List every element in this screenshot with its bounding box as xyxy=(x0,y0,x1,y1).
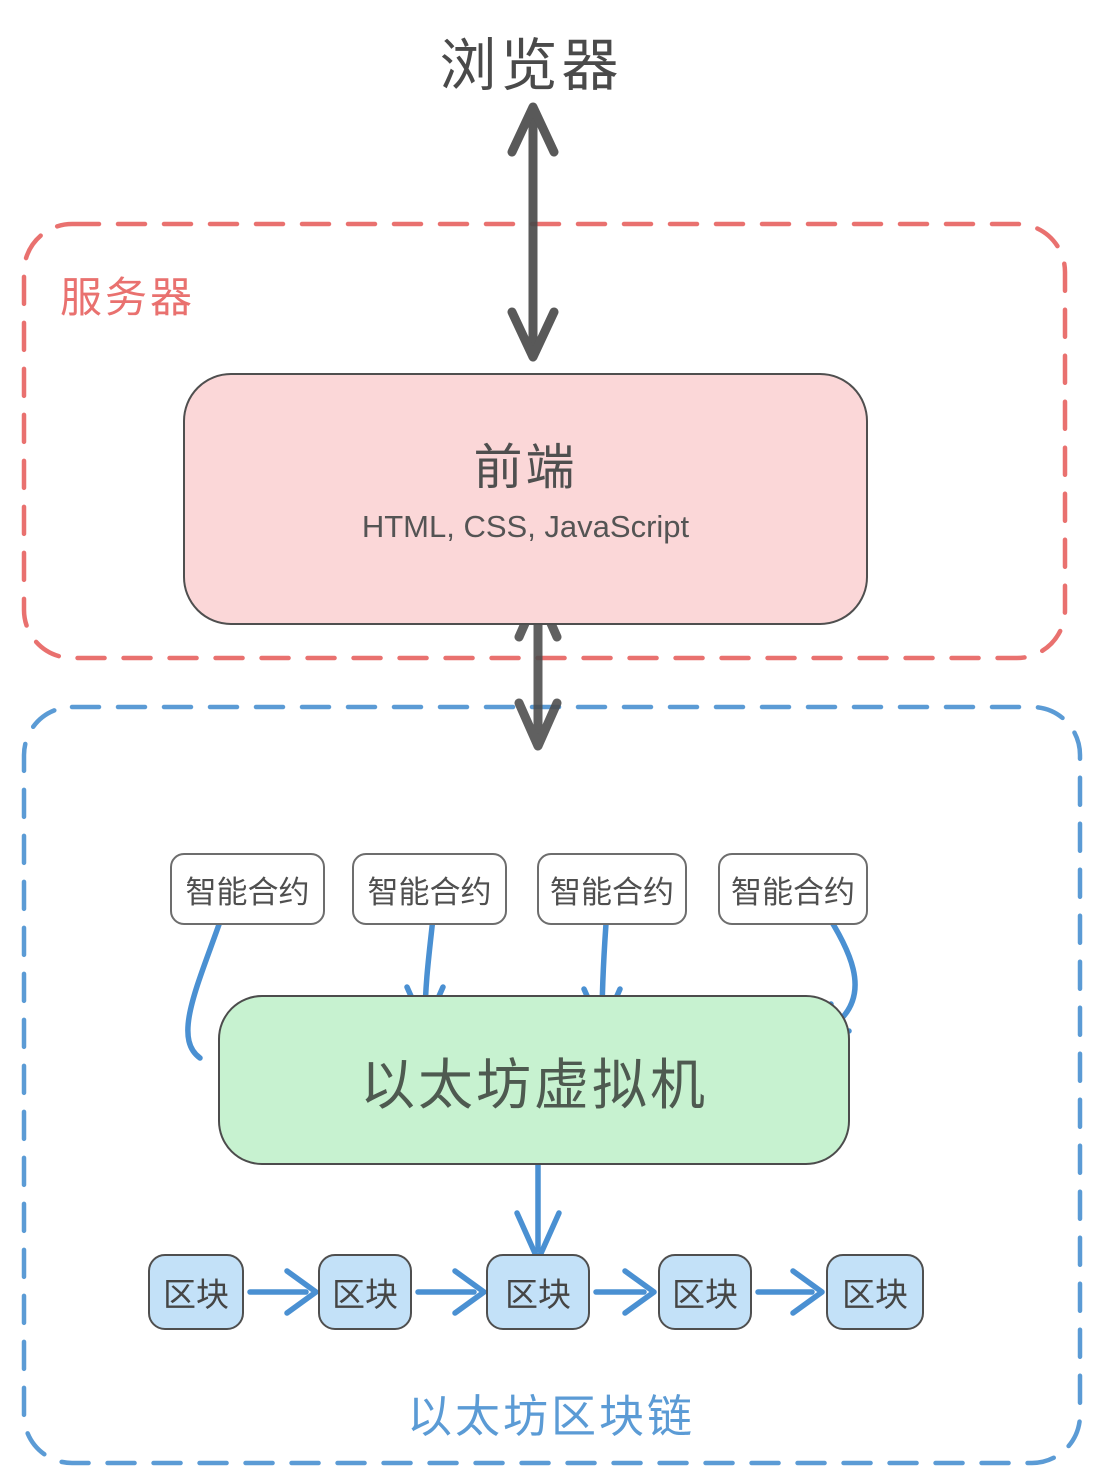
block1-block2-arrow-icon xyxy=(247,1268,319,1316)
smart-contract-node-2: 智能合约 xyxy=(352,853,507,925)
block-node-5: 区块 xyxy=(826,1254,924,1330)
blockchain-group-label: 以太坊区块链 xyxy=(406,1391,695,1442)
smart-contract-node-1: 智能合约 xyxy=(170,853,325,925)
evm-label: 以太坊虚拟机 xyxy=(359,1054,708,1116)
smart-contract-node-4: 智能合约 xyxy=(718,853,868,925)
server-group-label: 服务器 xyxy=(60,274,196,321)
block-node-4: 区块 xyxy=(658,1254,752,1330)
evm-node: 以太坊虚拟机 xyxy=(218,995,850,1165)
frontend-subtitle: HTML, CSS, JavaScript xyxy=(361,508,690,544)
evm-block-arrow-icon xyxy=(514,1159,562,1263)
frontend-title: 前端 xyxy=(473,440,578,495)
block3-block4-arrow-icon xyxy=(593,1268,657,1316)
smart-contract-node-3: 智能合约 xyxy=(537,853,687,925)
block4-block5-arrow-icon xyxy=(755,1268,825,1316)
frontend-node: 前端 HTML, CSS, JavaScript xyxy=(183,373,868,625)
block2-block3-arrow-icon xyxy=(415,1268,487,1316)
browser-title: 浏览器 xyxy=(439,34,623,98)
browser-frontend-double-arrow-icon xyxy=(507,102,559,362)
block-node-1: 区块 xyxy=(148,1254,244,1330)
block-node-3: 区块 xyxy=(486,1254,590,1330)
block-node-2: 区块 xyxy=(318,1254,412,1330)
